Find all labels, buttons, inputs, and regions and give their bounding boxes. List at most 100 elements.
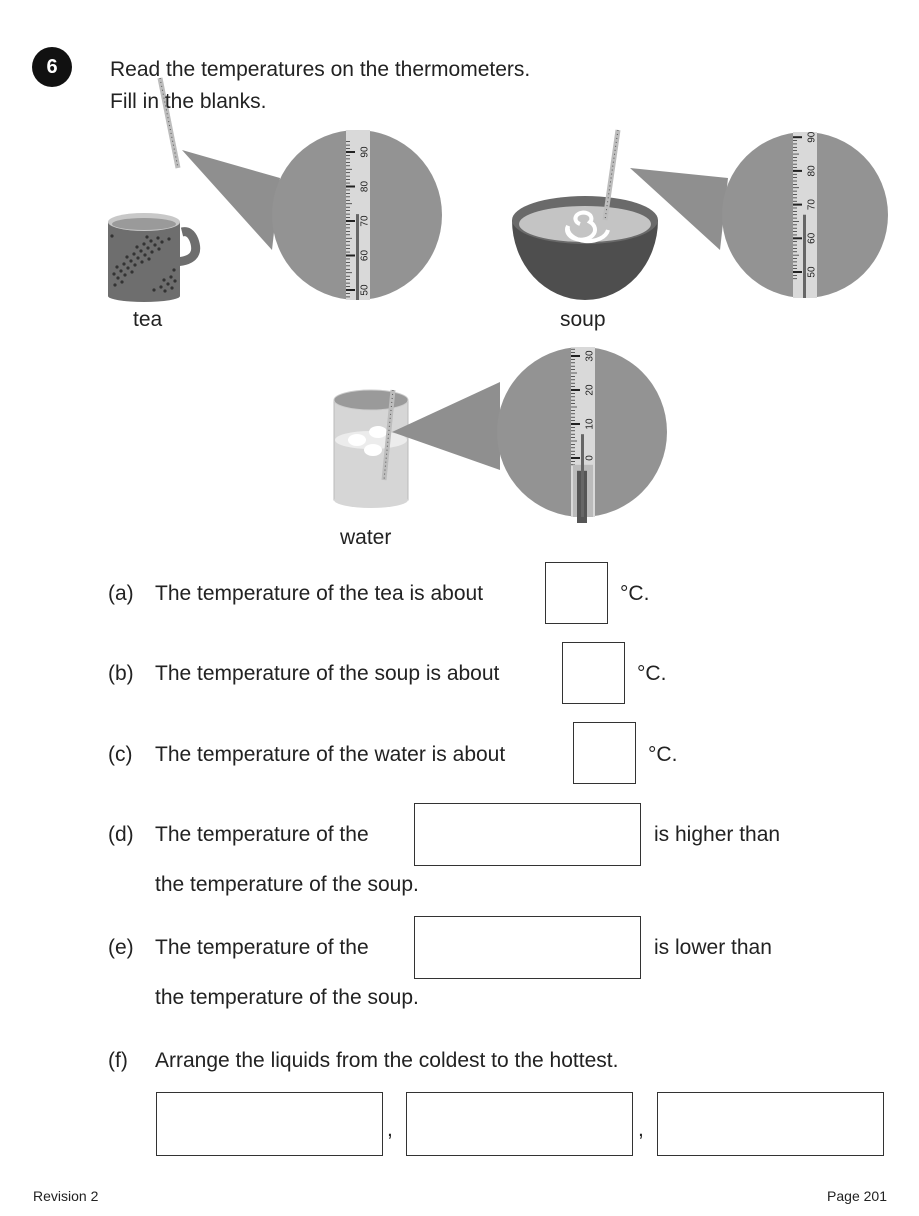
glass-bottom (334, 492, 408, 508)
question-c-letter: (c) (108, 743, 133, 766)
mug-speckle (147, 257, 151, 261)
separator-1: , (387, 1118, 393, 1141)
footer-right: Page 201 (827, 1188, 887, 1204)
question-e-text: The temperature of the (155, 936, 369, 959)
thermometer-figure-water: 0 10 20 30 (381, 347, 667, 523)
mug-speckle (115, 265, 119, 269)
label-tea: tea (133, 308, 163, 331)
mug-speckle (130, 270, 134, 274)
scale-label-30: 30 (585, 350, 596, 362)
separator-2: , (638, 1118, 644, 1141)
mug-speckle (156, 236, 160, 240)
answer-box-d[interactable] (414, 803, 641, 866)
small-thermometer-icon (381, 389, 396, 481)
question-b-text: The temperature of the soup is about (155, 662, 500, 685)
question-e-letter: (e) (108, 936, 134, 959)
answer-box-f-3[interactable] (657, 1092, 884, 1156)
mug-speckle (167, 237, 171, 241)
question-a-text: The temperature of the tea is about (155, 582, 484, 605)
question-c-text: The temperature of the water is about (155, 743, 506, 766)
mug-speckle (119, 269, 123, 273)
answer-box-f-2[interactable] (406, 1092, 633, 1156)
question-d-after: is higher than (654, 823, 781, 846)
scale-label-60: 60 (360, 250, 371, 262)
instruction-line-1: Read the temperatures on the thermometer… (110, 58, 531, 81)
label-water: water (340, 526, 392, 549)
ice-cube-icon (348, 434, 366, 446)
mug-speckle (140, 260, 144, 264)
mug-speckle (116, 276, 120, 280)
tea-surface (112, 218, 176, 230)
mug-speckle (112, 272, 116, 276)
mug-speckle (145, 235, 149, 239)
mug-speckle (160, 240, 164, 244)
scale-label-10: 10 (585, 418, 596, 430)
question-f-text: Arrange the liquids from the coldest to … (155, 1049, 619, 1072)
mug-speckle (162, 278, 166, 282)
question-b-unit: °C. (637, 662, 667, 685)
question-number-badge: 6 (32, 47, 72, 87)
answer-box-e[interactable] (414, 916, 641, 979)
mug-speckle (139, 249, 143, 253)
answer-box-f-1[interactable] (156, 1092, 383, 1156)
mug-speckle (157, 247, 161, 251)
ice-cube-icon (369, 426, 387, 438)
scale-label-70: 70 (807, 199, 818, 211)
thermometer-illustrations: 50 60 70 80 90 50 60 70 80 90 0 10 20 30 (108, 77, 888, 523)
mug-speckle (142, 242, 146, 246)
scale-label-50: 50 (807, 266, 818, 278)
instruction-line-2: Fill in the blanks. (110, 90, 267, 113)
zoom-callout-pointer (392, 382, 500, 470)
scale-label-70: 70 (360, 215, 371, 227)
mug-speckle (149, 239, 153, 243)
mercury-column (803, 214, 806, 298)
question-c-unit: °C. (648, 743, 678, 766)
question-d-text: The temperature of the (155, 823, 369, 846)
scale-label-20: 20 (585, 384, 596, 396)
scale-label-90: 90 (360, 146, 371, 158)
mercury-column (581, 434, 584, 517)
scale-label-0: 0 (585, 455, 596, 461)
label-soup: soup (560, 308, 606, 331)
scale-label-90: 90 (807, 131, 818, 143)
question-f-letter: (f) (108, 1049, 128, 1072)
answer-box-c[interactable] (573, 722, 636, 784)
thermometer-figure-soup: 50 60 70 80 90 (602, 129, 888, 298)
mug-speckle (153, 243, 157, 247)
mug-speckle (146, 246, 150, 250)
scale-label-50: 50 (360, 284, 371, 296)
mug-speckle (129, 259, 133, 263)
question-e-after: is lower than (654, 936, 772, 959)
mug-speckle (132, 252, 136, 256)
ice-cube-icon (364, 444, 382, 456)
mug-handle-icon (171, 227, 201, 267)
mug-speckle (120, 280, 124, 284)
scale-label-80: 80 (807, 165, 818, 177)
answer-box-b[interactable] (562, 642, 625, 704)
scale-label-60: 60 (807, 232, 818, 244)
answer-box-a[interactable] (545, 562, 608, 624)
mug-speckle (136, 256, 140, 260)
mug-bottom (108, 290, 180, 302)
mug-speckle (172, 268, 176, 272)
soup-swirl-icon (565, 210, 610, 244)
mug-speckle (152, 288, 156, 292)
mug-speckle (113, 283, 117, 287)
mug-speckle (173, 279, 177, 283)
question-d-line2: the temperature of the soup. (155, 873, 419, 896)
question-b-letter: (b) (108, 662, 134, 685)
glass-rim (333, 389, 409, 411)
scale-label-80: 80 (360, 181, 371, 193)
mug-speckle (133, 263, 137, 267)
mug-speckle (170, 286, 174, 290)
small-thermometer-icon (602, 129, 621, 221)
question-a-unit: °C. (620, 582, 650, 605)
mug-speckle (122, 262, 126, 266)
mug-speckle (123, 273, 127, 277)
mug-speckle (135, 245, 139, 249)
small-thermometer-ticks (159, 77, 179, 169)
question-d-letter: (d) (108, 823, 134, 846)
thermometer-figure-tea: 50 60 70 80 90 (157, 77, 442, 300)
question-e-line2: the temperature of the soup. (155, 986, 419, 1009)
mug-speckle (143, 253, 147, 257)
